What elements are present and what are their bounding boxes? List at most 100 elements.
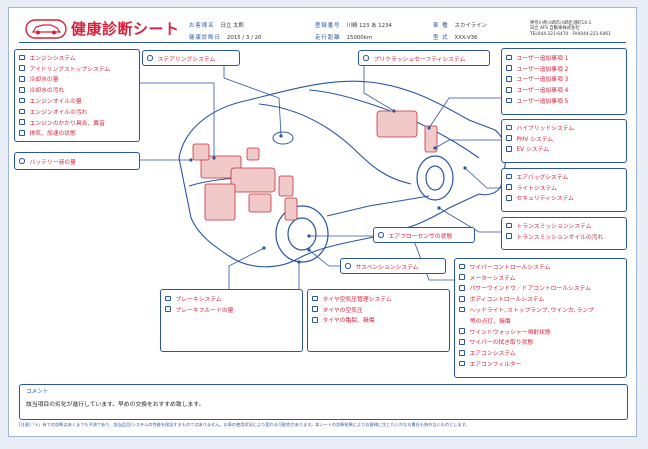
check-item[interactable]: ユーザー追加事項 2	[502, 63, 626, 74]
check-item[interactable]: ハイブリッドシステム	[502, 122, 626, 133]
checkbox[interactable]	[312, 306, 318, 312]
comment-box[interactable]: コメント 該当項目の劣化が進行しています。早めの交換をおすすめ致します。	[19, 384, 628, 420]
check-item[interactable]: エアフローセンサの状態	[374, 228, 474, 242]
checkbox[interactable]	[19, 65, 25, 71]
checkbox[interactable]	[506, 135, 512, 141]
check-item[interactable]: ユーザー追加事項 5	[502, 95, 626, 106]
checkbox[interactable]	[312, 317, 318, 323]
check-item[interactable]: メーターシステム	[455, 272, 626, 283]
checkbox[interactable]	[459, 296, 465, 302]
checkbox[interactable]	[459, 263, 465, 270]
model-field: 車 種スカイライン	[433, 23, 487, 29]
disclaimer-note: [注意]「×」有での診断はあくまでも予測であり、該当品目/システムの性能を保証す…	[19, 422, 470, 427]
checkbox[interactable]	[459, 274, 465, 280]
checkbox[interactable]	[459, 328, 465, 334]
check-item[interactable]: ワイパーの拭き取り状態	[455, 337, 626, 348]
check-item[interactable]: ワインドウォッシャー噴射状態	[455, 326, 626, 337]
check-item[interactable]: ユーザー追加事項 3	[502, 74, 626, 85]
checkbox[interactable]	[312, 295, 318, 302]
check-item[interactable]: エンジンオイルの汚れ	[15, 106, 139, 117]
check-item[interactable]: タイヤの空気圧	[308, 304, 449, 315]
steering-check-group: ステアリングシステム	[142, 50, 240, 66]
check-item[interactable]: パワーウインドウ／ドアコントロールシステム	[455, 283, 626, 294]
checkbox[interactable]	[459, 285, 465, 291]
checkbox[interactable]	[378, 232, 384, 238]
comment-text[interactable]: 該当項目の劣化が進行しています。早めの交換をおすすめ致します。	[26, 402, 205, 408]
checkbox[interactable]	[19, 54, 25, 61]
check-item[interactable]: エアコンフィルター	[455, 358, 626, 369]
checkbox[interactable]	[506, 54, 512, 61]
checkbox[interactable]	[506, 76, 512, 82]
check-item[interactable]: エアコンシステム	[455, 347, 626, 358]
check-item[interactable]: タイヤの亀裂、損傷	[308, 315, 449, 326]
check-item[interactable]: PHV システム	[502, 133, 626, 144]
checkbox[interactable]	[506, 195, 512, 201]
transmission-check-group: トランスミッションシステム トランスミッションオイルの汚れ	[501, 217, 627, 250]
company-info: 神奈川県川崎市川崎区港町14-1 日立 AFS 自動車株式会社 TEL044-2…	[530, 21, 611, 37]
check-item[interactable]: ブレーキフルードの量	[161, 304, 302, 315]
check-item[interactable]: エンジンオイルの量	[15, 95, 139, 106]
car-logo-icon	[25, 19, 67, 39]
checkbox[interactable]	[506, 97, 512, 104]
checkbox[interactable]	[506, 87, 512, 93]
checkbox[interactable]	[459, 350, 465, 356]
checkbox[interactable]	[506, 184, 512, 190]
checkbox[interactable]	[165, 306, 171, 312]
checkbox[interactable]	[459, 339, 465, 345]
checkbox[interactable]	[165, 295, 171, 302]
check-item[interactable]: サスペンションシステム	[341, 259, 445, 273]
body-check-group: ワイパーコントロールシステム メーターシステム パワーウインドウ／ドアコントロー…	[454, 258, 627, 378]
battery-check-group: バッテリー液の量	[14, 152, 140, 170]
comment-heading: コメント	[26, 389, 49, 395]
check-item[interactable]: トランスミッションシステム	[502, 220, 626, 231]
check-item[interactable]: セキュリティシステム	[502, 193, 626, 204]
tire-check-group: タイヤ空気圧管理システム タイヤの空気圧 タイヤの亀裂、損傷	[307, 289, 450, 352]
user-items-group: ユーザー追加事項 1 ユーザー追加事項 2 ユーザー追加事項 3 ユーザー追加事…	[501, 48, 627, 115]
checkbox[interactable]	[363, 55, 369, 61]
checkbox[interactable]	[147, 55, 153, 61]
check-item[interactable]: EV システム	[502, 144, 626, 155]
hybrid-check-group: ハイブリッドシステム PHV システム EV システム	[501, 119, 627, 163]
check-item[interactable]: 冷却水の汚れ	[15, 84, 139, 95]
check-item[interactable]: バッテリー液の量	[15, 153, 139, 169]
check-item[interactable]: 排気、加速の状態	[15, 128, 139, 139]
check-item[interactable]: 冷却水の量	[15, 74, 139, 85]
checkbox[interactable]	[506, 65, 512, 71]
check-item[interactable]: ワイパーコントロールシステム	[455, 261, 626, 272]
check-item[interactable]: ヘッドライト､ストップランプ､ウインカ､ランプ	[455, 304, 626, 315]
checkbox[interactable]	[345, 263, 351, 269]
check-item[interactable]: ボディコントロールシステム	[455, 293, 626, 304]
checkbox[interactable]	[19, 158, 25, 164]
plate-field: 登録番号川崎 123 あ 1234	[315, 23, 392, 29]
checkbox[interactable]	[506, 124, 512, 131]
suspension-check-group: サスペンションシステム	[340, 258, 446, 274]
check-item[interactable]: アイドリングストップシステム	[15, 63, 139, 74]
checkbox[interactable]	[19, 119, 25, 125]
check-item[interactable]: ユーザー追加事項 4	[502, 84, 626, 95]
checkbox[interactable]	[459, 306, 465, 313]
check-item[interactable]: トランスミッションオイルの汚れ	[502, 231, 626, 242]
check-item[interactable]: ライトシステム	[502, 182, 626, 193]
checkbox[interactable]	[459, 360, 465, 367]
checkbox[interactable]	[506, 233, 512, 239]
check-item[interactable]: ステアリングシステム	[143, 51, 239, 65]
check-item[interactable]: ブレーキシステム	[161, 293, 302, 304]
checkbox[interactable]	[19, 76, 25, 82]
airflow-check-group: エアフローセンサの状態	[373, 227, 475, 243]
check-item[interactable]: エンジンのかかり具合、異音	[15, 117, 139, 128]
checkbox[interactable]	[19, 87, 25, 93]
check-item[interactable]: エンジンシステム	[15, 52, 139, 63]
checkbox[interactable]	[19, 130, 25, 136]
checkbox[interactable]	[506, 222, 512, 229]
check-item[interactable]: エアバッグシステム	[502, 171, 626, 182]
checkbox[interactable]	[19, 108, 25, 115]
logo: 健康診断シート	[19, 16, 209, 42]
checkbox[interactable]	[19, 97, 25, 104]
checkbox[interactable]	[506, 173, 512, 180]
check-item[interactable]: プリクラッシュセーフティシステム	[359, 51, 489, 65]
check-item[interactable]: ユーザー追加事項 1	[502, 52, 626, 63]
check-item[interactable]: タイヤ空気圧管理システム	[308, 293, 449, 304]
checkbox[interactable]	[506, 146, 512, 152]
